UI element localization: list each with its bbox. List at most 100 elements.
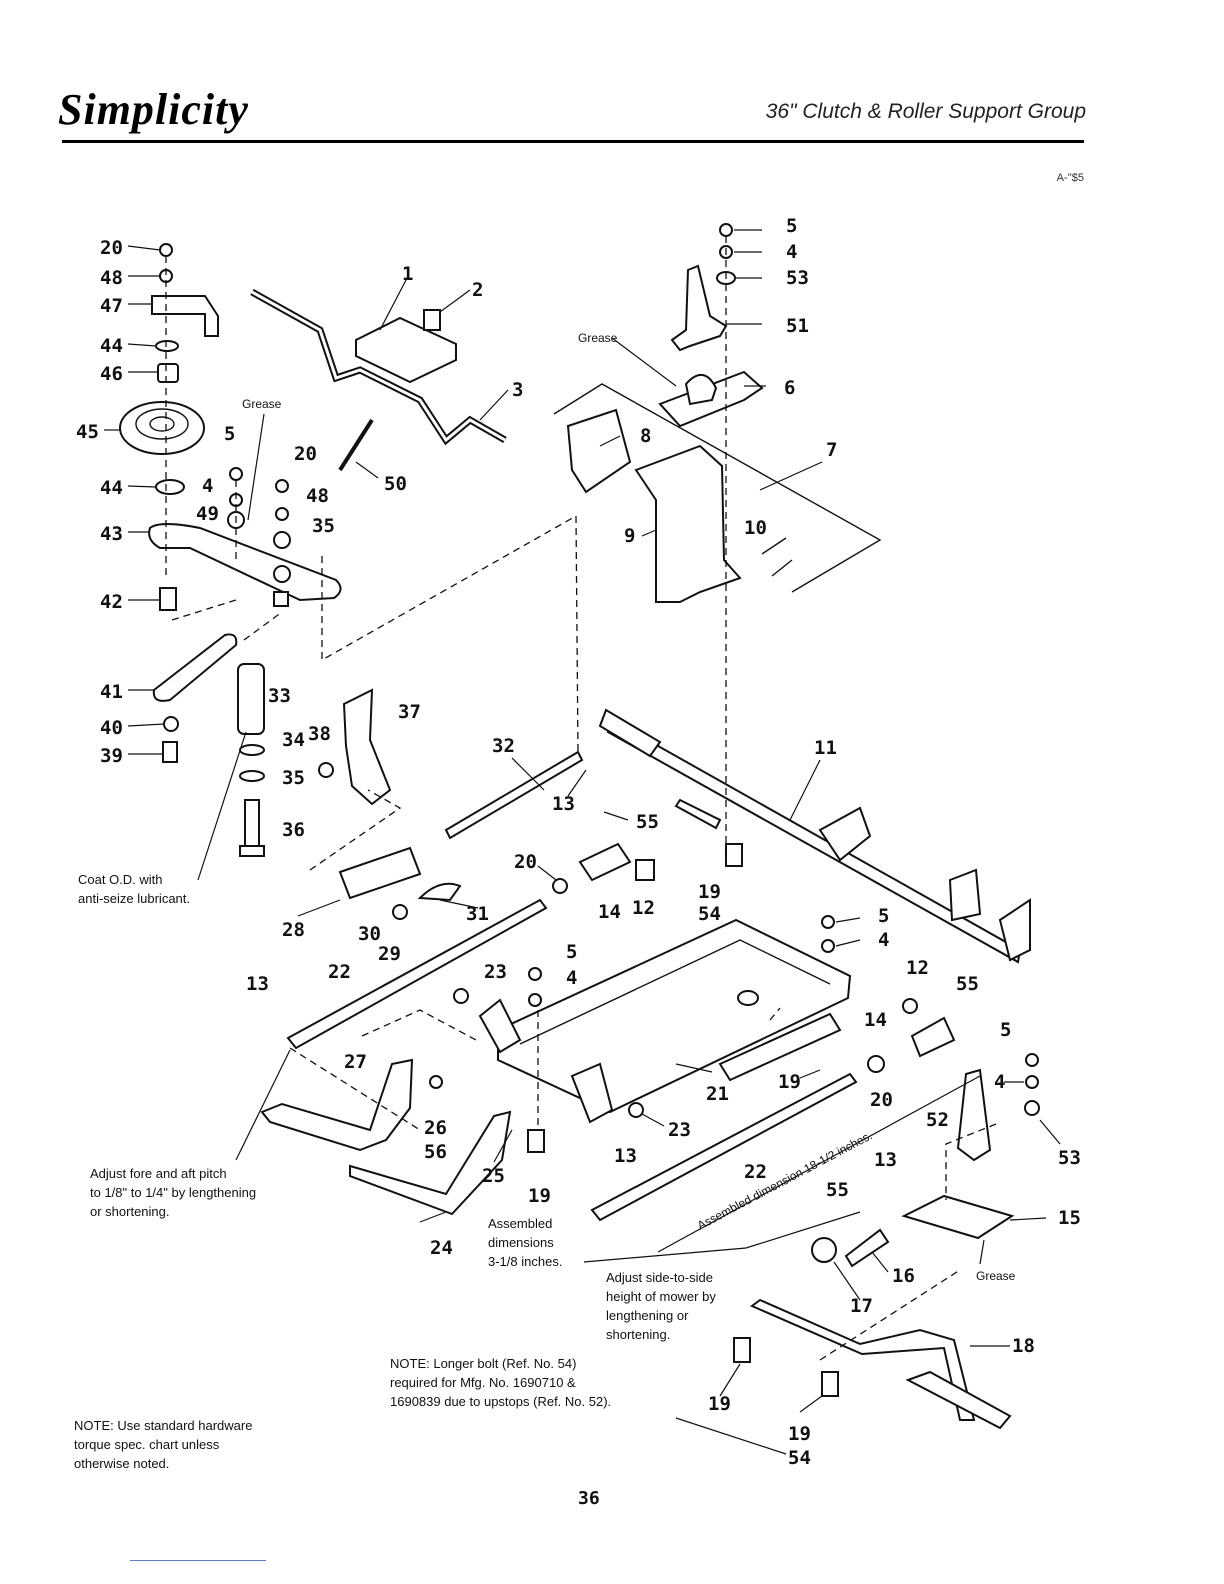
callout-54: 54 xyxy=(698,903,721,925)
callout-36: 36 xyxy=(282,819,305,841)
callout-18: 18 xyxy=(1012,1335,1035,1357)
callout-20: 20 xyxy=(514,851,537,873)
callout-4: 4 xyxy=(202,475,213,497)
callout-20: 20 xyxy=(100,237,123,259)
pulley-stack xyxy=(119,243,342,611)
callout-19: 19 xyxy=(778,1071,801,1093)
callout-35: 35 xyxy=(282,767,305,789)
header-rule xyxy=(62,140,1084,143)
callout-45: 45 xyxy=(76,421,99,443)
callout-35: 35 xyxy=(312,515,335,537)
callout-34: 34 xyxy=(282,729,305,751)
callout-20: 20 xyxy=(294,443,317,465)
callout-2: 2 xyxy=(472,279,483,301)
callout-37: 37 xyxy=(398,701,421,723)
callout-33: 33 xyxy=(268,685,291,707)
callout-27: 27 xyxy=(344,1051,367,1073)
leader-lines xyxy=(104,229,1061,1455)
callout-32: 32 xyxy=(492,735,515,757)
lower-left-brackets xyxy=(260,846,512,1216)
callout-41: 41 xyxy=(100,681,123,703)
callout-30: 30 xyxy=(358,923,381,945)
callout-26: 26 xyxy=(424,1117,447,1139)
callout-16: 16 xyxy=(892,1265,915,1287)
callout-13: 13 xyxy=(874,1149,897,1171)
callout-17: 17 xyxy=(850,1295,873,1317)
callout-20: 20 xyxy=(870,1089,893,1111)
callout-25: 25 xyxy=(482,1165,505,1187)
callout-31: 31 xyxy=(466,903,489,925)
callout-48: 48 xyxy=(100,267,123,289)
callout-5: 5 xyxy=(566,941,577,963)
callout-3: 3 xyxy=(512,379,523,401)
bracket-group-upper-right xyxy=(553,223,882,603)
callout-50: 50 xyxy=(384,473,407,495)
callout-7: 7 xyxy=(826,439,837,461)
clutch-plate-assembly xyxy=(453,915,852,1124)
grease-label-left: Grease xyxy=(242,397,282,411)
callout-24: 24 xyxy=(430,1237,453,1259)
callout-22: 22 xyxy=(744,1161,767,1183)
callout-13: 13 xyxy=(246,973,269,995)
grease-label-top: Grease xyxy=(578,331,618,345)
callout-55: 55 xyxy=(636,811,659,833)
callout-10: 10 xyxy=(744,517,767,539)
callout-8: 8 xyxy=(640,425,651,447)
callout-53: 53 xyxy=(1058,1147,1081,1169)
callout-19: 19 xyxy=(698,881,721,903)
callout-19: 19 xyxy=(528,1185,551,1207)
callout-28: 28 xyxy=(282,919,305,941)
callout-55: 55 xyxy=(826,1179,849,1201)
callout-5: 5 xyxy=(1000,1019,1011,1041)
simplicity-logo: Simplicity xyxy=(58,85,249,134)
callout-44: 44 xyxy=(100,477,123,499)
callout-4: 4 xyxy=(786,241,797,263)
callout-53: 53 xyxy=(786,267,809,289)
callout-44: 44 xyxy=(100,335,123,357)
callout-9: 9 xyxy=(624,525,635,547)
callout-49: 49 xyxy=(196,503,219,525)
callout-14: 14 xyxy=(598,901,621,923)
callout-23: 23 xyxy=(484,961,507,983)
callout-13: 13 xyxy=(552,793,575,815)
callout-47: 47 xyxy=(100,295,123,317)
arm-41-assembly xyxy=(152,633,265,857)
callout-4: 4 xyxy=(566,967,577,989)
torque-note: NOTE: Use standard hardware torque spec.… xyxy=(74,1418,253,1471)
footer-link-line xyxy=(130,1560,266,1561)
spring-and-hardware-center xyxy=(227,467,392,806)
callout-48: 48 xyxy=(306,485,329,507)
callout-54: 54 xyxy=(788,1447,811,1469)
callout-38: 38 xyxy=(308,723,331,745)
callout-14: 14 xyxy=(864,1009,887,1031)
callout-19: 19 xyxy=(708,1393,731,1415)
callout-5: 5 xyxy=(224,423,235,445)
callout-13: 13 xyxy=(614,1145,637,1167)
coat-note: Coat O.D. with anti-seize lubricant. xyxy=(78,872,190,906)
callout-11: 11 xyxy=(814,737,837,759)
grease-label-bottom: Grease xyxy=(976,1269,1016,1283)
callout-19: 19 xyxy=(788,1423,811,1445)
page-number: 36 xyxy=(578,1488,600,1509)
callout-4: 4 xyxy=(994,1071,1005,1093)
lower-right-components xyxy=(527,843,1040,1430)
callout-6: 6 xyxy=(784,377,795,399)
diagram-code: A-''$5 xyxy=(1056,172,1084,184)
callout-56: 56 xyxy=(424,1141,447,1163)
roller-support-axle xyxy=(598,708,1031,964)
page-title: 36" Clutch & Roller Support Group xyxy=(765,100,1086,123)
callout-22: 22 xyxy=(328,961,351,983)
callout-55: 55 xyxy=(956,973,979,995)
callout-51: 51 xyxy=(786,315,809,337)
callout-46: 46 xyxy=(100,363,123,385)
callout-12: 12 xyxy=(906,957,929,979)
callout-52: 52 xyxy=(926,1109,949,1131)
side-adjust-note: Adjust side-to-side height of mower by l… xyxy=(606,1270,716,1342)
callout-5: 5 xyxy=(786,215,797,237)
callout-43: 43 xyxy=(100,523,123,545)
callout-42: 42 xyxy=(100,591,123,613)
pitch-adjust-note: Adjust fore and aft pitch to 1/8" to 1/4… xyxy=(90,1166,257,1219)
